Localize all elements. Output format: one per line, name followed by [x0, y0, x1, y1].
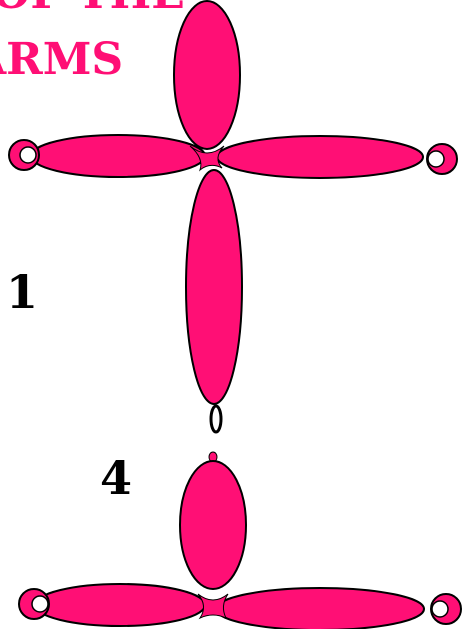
upper-top-petal	[174, 1, 240, 149]
upper-right-ring	[427, 144, 457, 174]
step-number-4: 4	[100, 451, 132, 505]
lower-flower	[19, 452, 461, 629]
heading-line-1: OF THE	[0, 0, 185, 19]
heading-line-2: ARMS	[0, 34, 123, 85]
heading: OF THE ARMS	[0, 0, 185, 85]
upper-left-ring	[9, 140, 39, 170]
lower-top-petal	[180, 461, 246, 589]
lower-right-petal	[216, 588, 424, 629]
upper-left-petal	[31, 135, 205, 177]
step-number-1: 1	[6, 265, 38, 319]
lower-left-petal	[35, 584, 205, 626]
upper-bottom-petal	[186, 170, 242, 404]
lower-left-ring	[19, 589, 49, 619]
lower-right-ring	[431, 594, 461, 624]
upper-bottom-stub	[211, 406, 221, 432]
upper-right-petal	[217, 136, 423, 178]
